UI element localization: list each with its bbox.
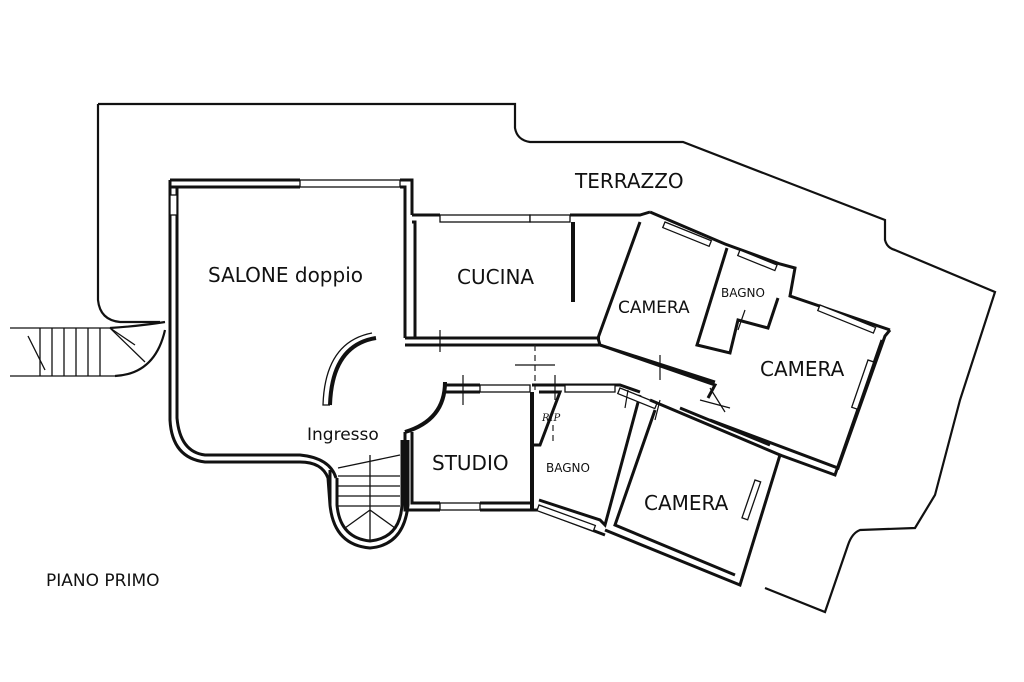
salone-window-top bbox=[299, 179, 401, 188]
cucina-wall bbox=[412, 213, 600, 340]
camera-2-wall bbox=[709, 329, 892, 477]
bagno-2-wall bbox=[538, 394, 642, 528]
bagno-1-label: BAGNO bbox=[721, 286, 765, 300]
studio-wall bbox=[403, 432, 440, 512]
salone-top-wall bbox=[170, 178, 300, 189]
corridor-wall bbox=[599, 343, 718, 399]
bagno-1-wall bbox=[695, 247, 780, 355]
terrace-outline bbox=[98, 102, 997, 614]
ripostiglio-label: RIP bbox=[541, 413, 560, 424]
salone-label: SALONE doppio bbox=[208, 263, 363, 287]
bagno-2-label: BAGNO bbox=[546, 461, 590, 475]
plan-title: PIANO PRIMO bbox=[46, 571, 160, 591]
cucina-label: CUCINA bbox=[457, 265, 534, 289]
camera-3-wall bbox=[604, 398, 782, 588]
inner-staircase bbox=[328, 440, 410, 550]
outer-staircase bbox=[10, 320, 167, 378]
camera-1-label: CAMERA bbox=[618, 298, 690, 318]
camera-2-label: CAMERA bbox=[760, 357, 845, 381]
ingresso-label: Ingresso bbox=[307, 425, 379, 445]
terrace-left-edge bbox=[96, 104, 160, 324]
salone-wall bbox=[168, 180, 332, 506]
ripostiglio-wall bbox=[532, 383, 641, 447]
studio-curved-wall bbox=[404, 381, 447, 434]
studio-label: STUDIO bbox=[432, 451, 509, 475]
ingresso-curved-wall bbox=[328, 336, 377, 406]
terrazzo-label: TERRAZZO bbox=[574, 169, 684, 193]
salone-window-left bbox=[169, 194, 178, 216]
camera-3-label: CAMERA bbox=[644, 491, 729, 515]
